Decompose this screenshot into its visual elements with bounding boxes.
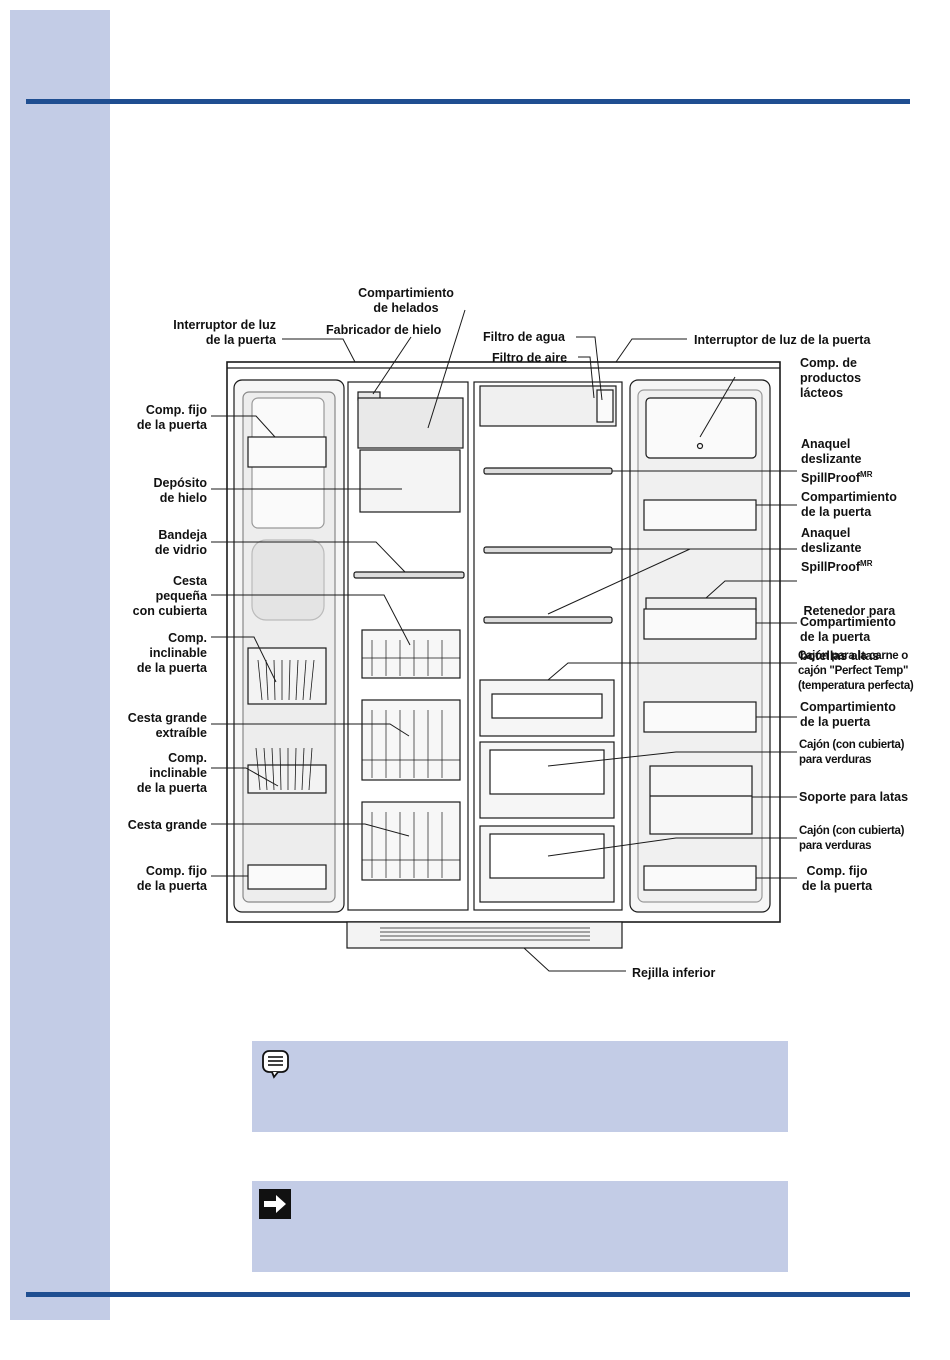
label-door-bin-1: Compartimiento de la puerta — [801, 490, 897, 519]
tall-bottle-retainer — [645, 597, 757, 611]
label-spillproof-shelf-1: Anaquel deslizante SpillProofMR — [801, 437, 873, 486]
label-door-bin-2: Compartimiento de la puerta — [800, 615, 896, 644]
label-crisper-drawer-1: Cajón (con cubierta) para verduras — [799, 739, 905, 766]
door-bin-2 — [643, 608, 757, 640]
small-basket — [361, 629, 461, 679]
large-basket-pullout — [361, 699, 461, 781]
large-basket — [361, 801, 461, 881]
bottom-rule — [26, 1292, 910, 1297]
label-small-basket: Cesta pequeña con cubierta — [132, 574, 207, 618]
label-ice-maker: Fabricador de hielo — [326, 323, 442, 337]
label-ice-bucket: Depósito de hielo — [153, 476, 207, 505]
spillproof-shelf-2 — [483, 546, 613, 554]
label-air-filter: Filtro de aire — [492, 351, 568, 365]
arrow-right-icon — [259, 1189, 291, 1219]
left-sidebar-band — [10, 10, 110, 1320]
spillproof-shelf-1 — [483, 467, 613, 475]
note-box — [252, 1041, 788, 1132]
dairy-compartment — [645, 397, 757, 459]
label-fixed-door-bin-1: Comp. fijo de la puerta — [136, 403, 207, 432]
label-water-filter: Filtro de agua — [483, 330, 565, 344]
can-rack — [649, 765, 753, 835]
label-fixed-door-bin-3: Comp. fijo de la puerta — [801, 864, 873, 893]
label-tall-bottle-retainer: Retenedor para botellas altas — [800, 604, 896, 663]
label-door-bin-3: Compartimiento de la puerta — [800, 700, 896, 729]
spillproof-shelf-3 — [483, 616, 613, 624]
label-can-rack: Soporte para latas — [799, 790, 909, 804]
ice-cream-bin — [357, 397, 464, 449]
label-tilt-door-bin-2: Comp. inclinable de la puerta — [136, 751, 207, 795]
label-dairy-compartment: Comp. de productos lácteos — [800, 356, 862, 400]
door-bin-fixed-2 — [247, 864, 327, 890]
label-glass-shelf: Bandeja de vidrio — [154, 528, 207, 557]
door-bin-fixed-3 — [643, 865, 757, 891]
important-box — [252, 1181, 788, 1272]
top-rule — [26, 99, 910, 104]
door-bin-1 — [643, 499, 757, 531]
label-meat-drawer: Cajón para la carne o cajón "Perfect Tem… — [798, 650, 914, 692]
glass-shelf — [353, 571, 465, 579]
note-icon — [262, 1050, 289, 1079]
label-pullout-basket: Cesta grande extraíble — [127, 711, 207, 740]
label-door-light-switch-left: Interruptor de luz de la puerta — [173, 318, 276, 347]
label-large-basket: Cesta grande — [127, 818, 207, 832]
bottom-grille — [346, 921, 623, 949]
ice-bucket — [359, 449, 461, 513]
door-bin-3 — [643, 701, 757, 733]
label-tilt-door-bin-1: Comp. inclinable de la puerta — [136, 631, 207, 675]
label-fixed-door-bin-2: Comp. fijo de la puerta — [136, 864, 207, 893]
label-spillproof-shelf-2: Anaquel deslizante SpillProofMR — [801, 526, 873, 575]
water-filter-housing — [479, 385, 617, 427]
door-bin-fixed-1 — [247, 436, 327, 468]
label-ice-cream-compartment: Compartimiento de helados — [358, 286, 454, 315]
label-crisper-drawer-2: Cajón (con cubierta) para verduras — [799, 825, 905, 852]
label-door-light-switch-right: Interruptor de luz de la puerta — [694, 333, 871, 347]
label-bottom-grille: Rejilla inferior — [632, 966, 716, 980]
